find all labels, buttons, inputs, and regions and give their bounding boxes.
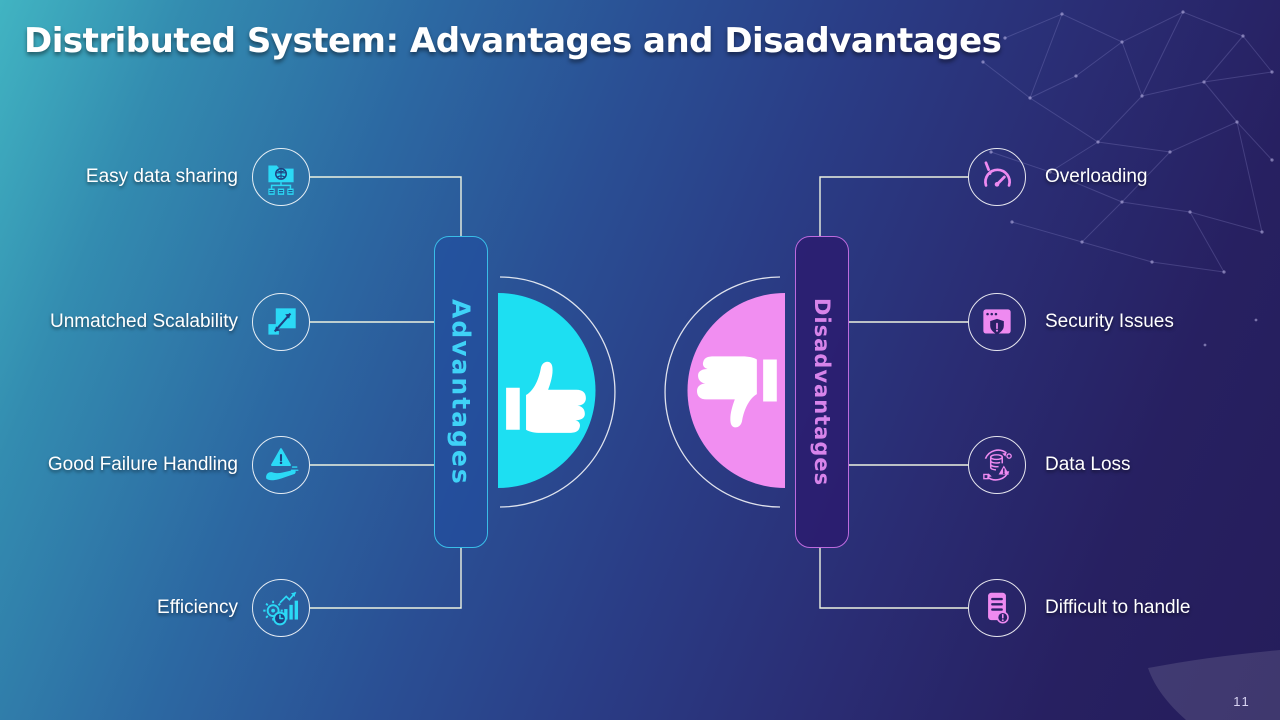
connector-lines <box>310 176 968 609</box>
advantage-item-circle <box>252 436 310 494</box>
page-number: 11 <box>1233 694 1251 709</box>
advantage-item-label: Easy data sharing <box>85 166 238 187</box>
advantages-arc <box>499 276 616 508</box>
advantage-item-label: Efficiency <box>157 597 238 618</box>
advantage-item-label: Unmatched Scalability <box>50 311 238 332</box>
disadvantage-item-circle <box>968 293 1026 351</box>
disadvantages-pill-label: Disadvantages <box>810 297 834 487</box>
security-issues-icon <box>983 309 1011 335</box>
disadvantage-item-circle <box>968 148 1026 206</box>
disadvantages-semicircle <box>687 293 785 488</box>
advantage-item-circle <box>252 148 310 206</box>
disadvantage-item-circle <box>968 436 1026 494</box>
thumbs-down-icon <box>697 356 777 428</box>
advantages-semicircle <box>498 293 596 488</box>
advantage-item-circle <box>252 293 310 351</box>
failure-handling-icon <box>266 448 299 481</box>
disadvantage-item-circle <box>968 579 1026 637</box>
disadvantage-item-label: Security Issues <box>1045 311 1174 332</box>
overloading-icon <box>984 161 1011 187</box>
page-title: Distributed System: Advantages and Disad… <box>24 21 1002 61</box>
disadvantage-item-label: Data Loss <box>1045 454 1131 475</box>
disadvantages-arc <box>664 276 781 508</box>
advantage-item-circle <box>252 579 310 637</box>
disadvantage-item-label: Overloading <box>1045 166 1148 187</box>
efficiency-icon <box>263 591 299 626</box>
scalability-icon <box>268 308 296 335</box>
difficult-to-handle-icon <box>988 592 1009 624</box>
advantage-item-label: Good Failure Handling <box>47 454 238 475</box>
data-sharing-icon <box>268 165 294 195</box>
disadvantage-item-label: Difficult to handle <box>1045 597 1191 618</box>
advantages-pill: Advantages <box>434 236 488 548</box>
advantages-pill-label: Advantages <box>446 298 476 486</box>
disadvantages-pill: Disadvantages <box>795 236 849 548</box>
thumbs-up-icon <box>506 361 586 433</box>
data-loss-icon <box>983 449 1012 481</box>
